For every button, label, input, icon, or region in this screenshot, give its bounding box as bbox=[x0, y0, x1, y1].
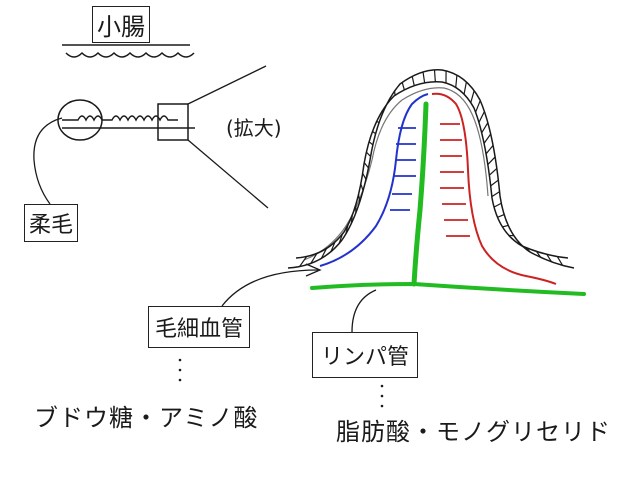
lymph-dotted-connector bbox=[380, 384, 384, 408]
wall-tick bbox=[516, 242, 522, 246]
wall-tick bbox=[525, 247, 531, 253]
wall-tick bbox=[376, 120, 380, 124]
capillary-dotted-connector bbox=[178, 358, 182, 382]
wall-tick bbox=[485, 145, 494, 155]
wall-tick bbox=[481, 122, 489, 134]
wall-tick bbox=[455, 75, 458, 88]
wall-segment-upper bbox=[62, 115, 178, 122]
capillary-nutrients-label: ブドウ糖・アミノ酸 bbox=[34, 404, 259, 432]
capillary-pointer-arrow bbox=[305, 263, 322, 277]
dot bbox=[178, 358, 182, 362]
villus-pointer-line bbox=[33, 117, 63, 205]
wall-tick bbox=[365, 151, 372, 157]
capillary-label: 毛細血管 bbox=[148, 306, 251, 348]
villus-lumen-line bbox=[303, 87, 489, 261]
magnifier-circle bbox=[57, 99, 103, 141]
capillary-red-vessel bbox=[431, 92, 557, 285]
wall-tick bbox=[299, 256, 308, 267]
wall-tick bbox=[372, 130, 376, 135]
capillary-blue-branches bbox=[390, 127, 416, 211]
dot bbox=[380, 384, 384, 388]
wall-tick bbox=[350, 214, 353, 224]
lymph-vessel-label: リンパ管 bbox=[312, 332, 419, 378]
wall-tick bbox=[487, 156, 496, 165]
dot bbox=[380, 404, 384, 408]
wall-tick bbox=[368, 141, 374, 146]
wall-tick bbox=[497, 213, 505, 218]
wall-tick bbox=[411, 76, 415, 86]
wall-tick bbox=[330, 241, 336, 252]
villus-inner-wall bbox=[295, 81, 569, 259]
capillary-blue-vessel bbox=[319, 93, 429, 267]
lymph-nutrients-label: 脂肪酸・モノグリセリド bbox=[336, 418, 611, 446]
zoom-line-top bbox=[187, 65, 267, 105]
wall-tick bbox=[433, 69, 436, 82]
wall-tick bbox=[475, 100, 481, 113]
intestine-wall-wavy bbox=[65, 51, 195, 58]
wall-tick bbox=[483, 133, 492, 144]
zoom-box bbox=[157, 103, 189, 141]
wall-tick bbox=[546, 254, 553, 263]
dot bbox=[178, 368, 182, 372]
wall-tick bbox=[357, 194, 361, 202]
wall-tick bbox=[502, 224, 509, 228]
wall-tick bbox=[463, 81, 467, 95]
wall-tick bbox=[493, 202, 502, 208]
zoom-line-bottom bbox=[187, 139, 269, 209]
dot bbox=[178, 378, 182, 382]
wall-tick bbox=[488, 168, 498, 176]
wall-tick bbox=[422, 71, 426, 83]
wall-tick bbox=[470, 90, 475, 103]
wall-tick bbox=[478, 111, 485, 123]
villus-label: 柔毛 bbox=[24, 204, 79, 242]
wall-tick bbox=[345, 224, 349, 235]
wall-tick bbox=[387, 100, 390, 104]
capillary-pointer-line bbox=[221, 269, 319, 307]
lymph-vessel-vertical bbox=[411, 101, 429, 287]
dot bbox=[380, 394, 384, 398]
villus-outer-wall bbox=[287, 69, 575, 269]
lymph-vessel-horizontal bbox=[310, 281, 586, 296]
magnify-label: (拡大) bbox=[226, 116, 282, 140]
wall-tick bbox=[363, 162, 369, 169]
wall-tick bbox=[535, 251, 542, 258]
lymph-pointer-line bbox=[351, 289, 377, 333]
capillary-red-branches bbox=[440, 123, 470, 237]
wall-tick bbox=[320, 248, 328, 259]
wall-tick bbox=[338, 233, 343, 244]
wall-tick bbox=[490, 179, 499, 187]
wall-tick bbox=[362, 173, 367, 180]
wall-tick bbox=[556, 256, 564, 266]
wall-tick bbox=[491, 191, 500, 198]
title-small-intestine: 小腸 bbox=[92, 6, 150, 43]
wall-tick bbox=[401, 82, 405, 91]
